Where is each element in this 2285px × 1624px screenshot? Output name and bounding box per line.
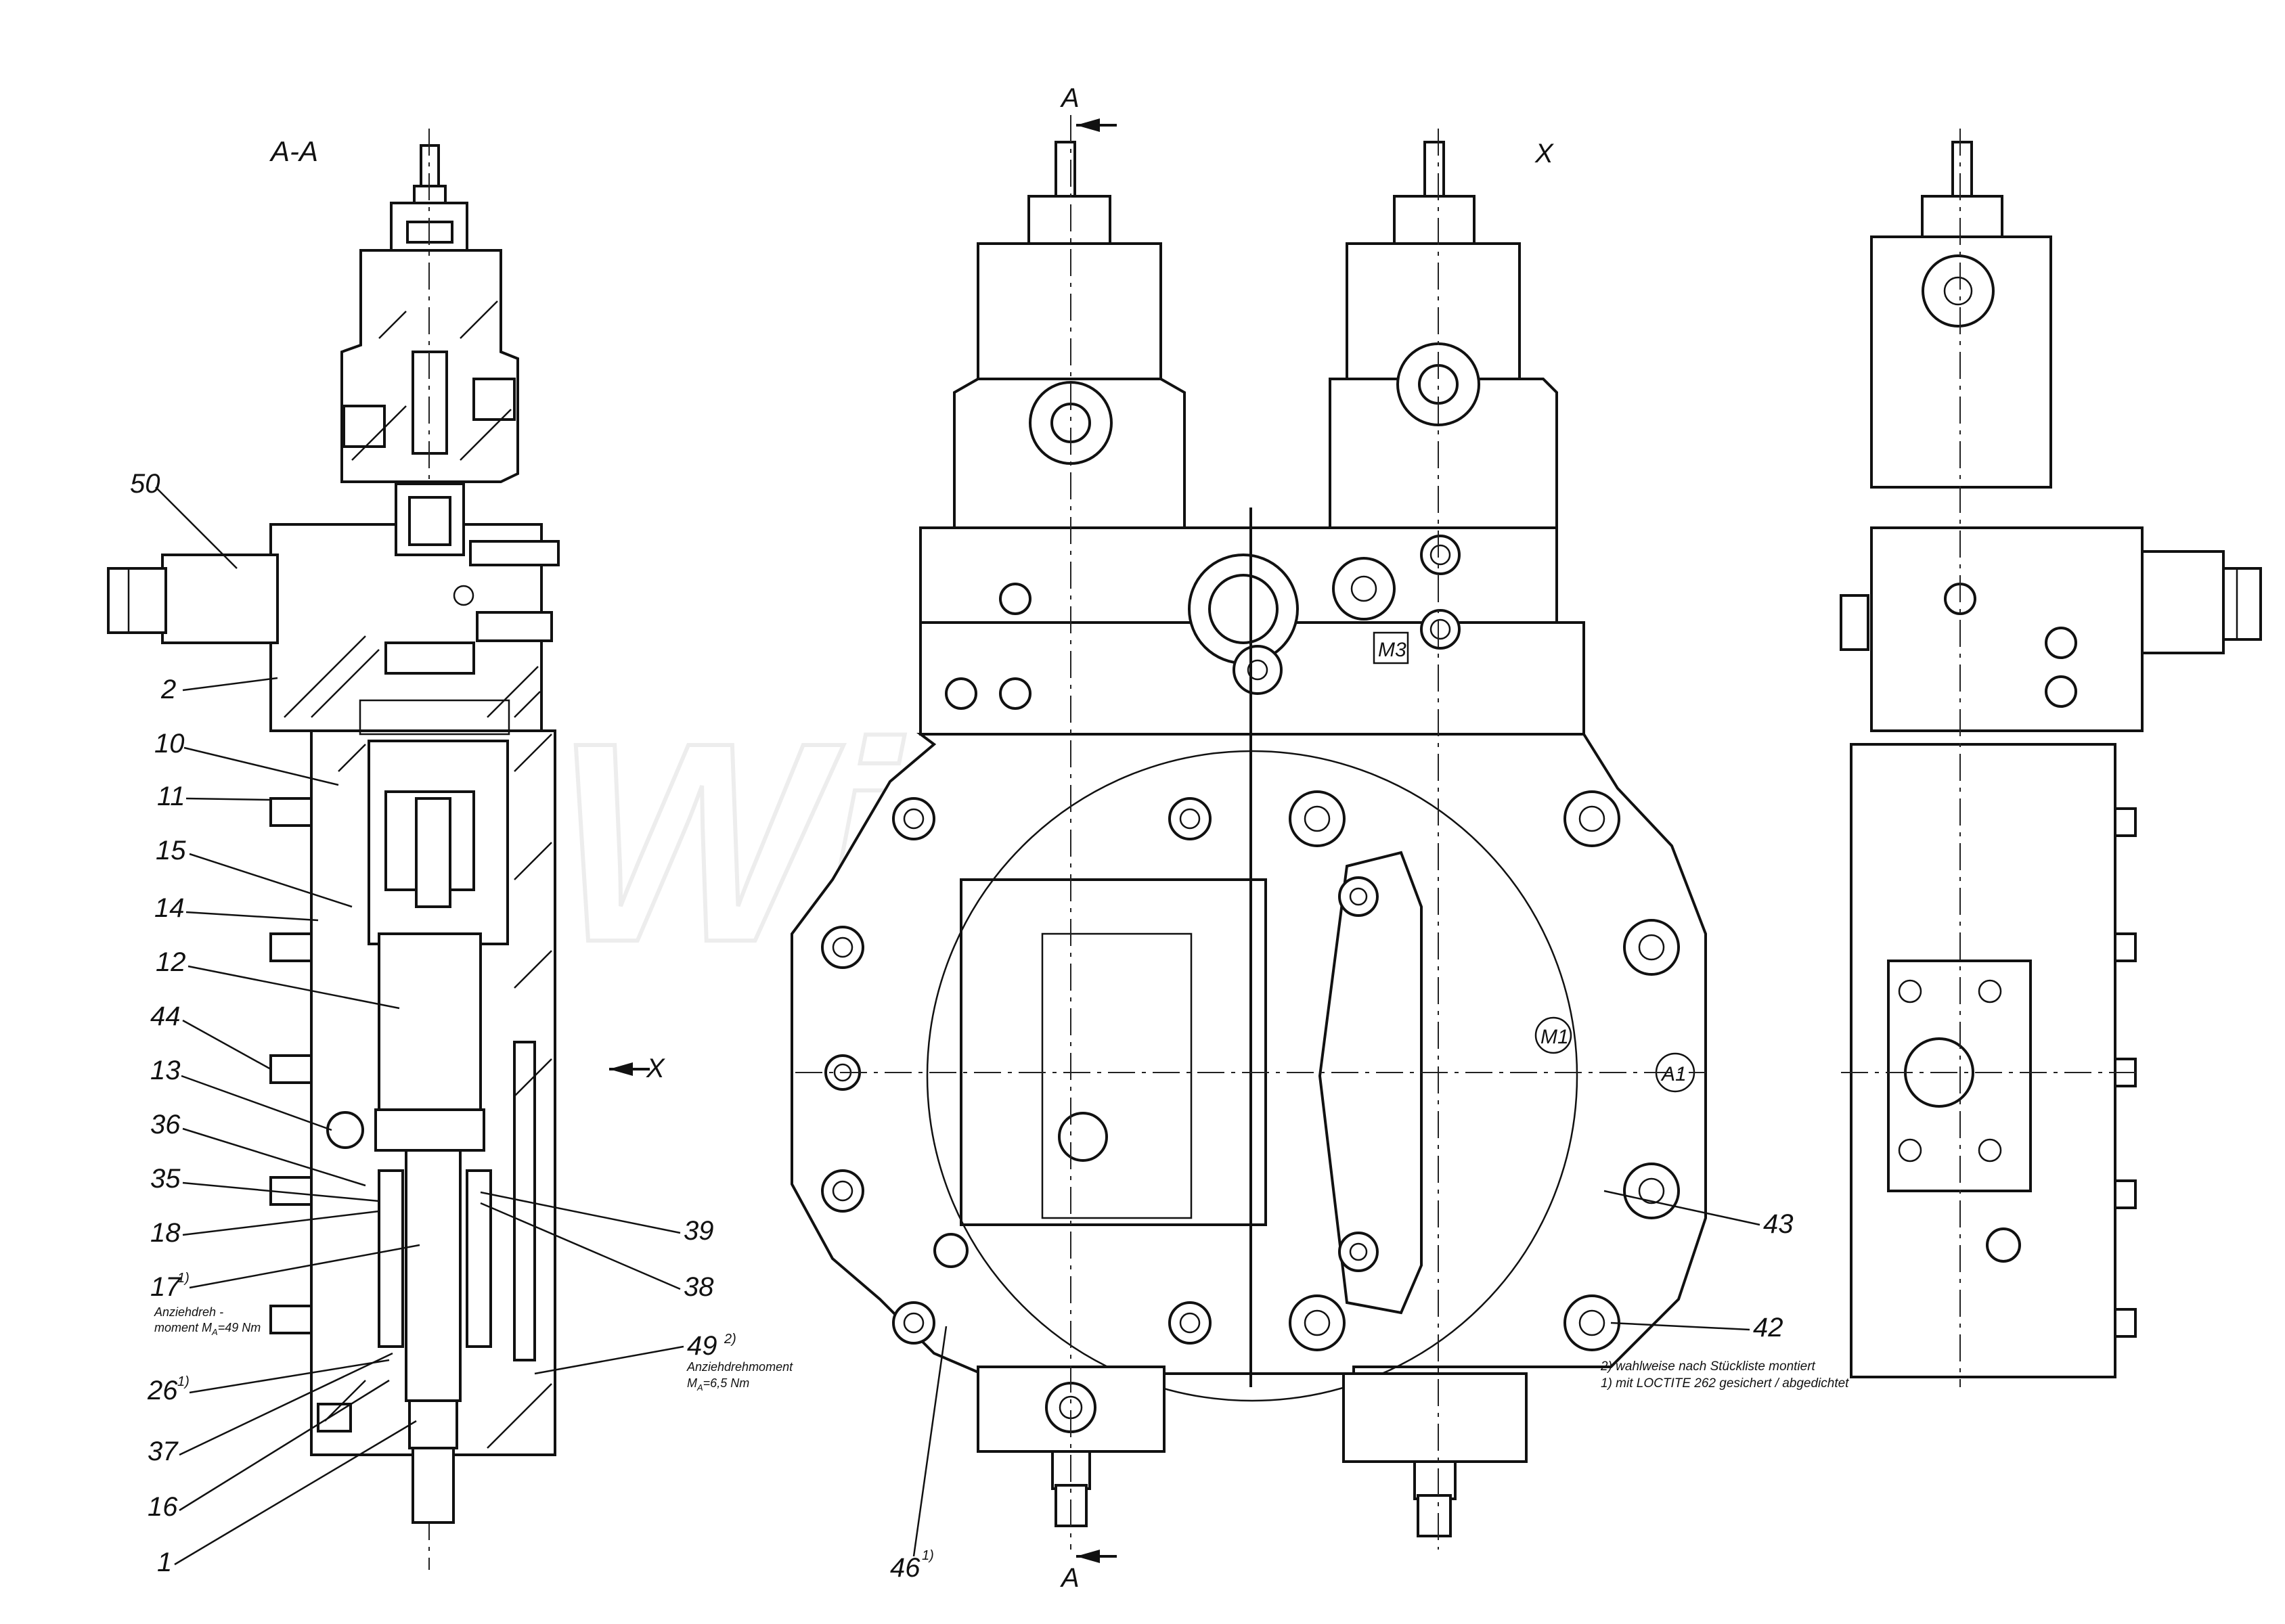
callout-17-footnote: 1) — [177, 1271, 190, 1286]
side-view — [1840, 129, 2262, 1387]
front-bolts — [821, 790, 1680, 1351]
callout-18: 18 — [150, 1218, 181, 1248]
callout-26: 26 — [147, 1376, 178, 1405]
callout-1: 1 — [157, 1548, 172, 1577]
section-callouts: 50 2 10 11 15 14 12 44 13 36 35 18 17 1)… — [130, 469, 793, 1577]
torque-note-17-line1: Anziehdreh - — [154, 1305, 223, 1319]
section-title: A-A — [269, 135, 318, 167]
port-m3: M3 — [1378, 639, 1406, 661]
callout-14: 14 — [154, 893, 185, 923]
note-1: 1) mit LOCTITE 262 gesichert / abgedicht… — [1601, 1376, 1849, 1391]
port-a1: A1 — [1660, 1063, 1687, 1085]
torque-note-49-line1: Anziehdrehmoment — [686, 1360, 793, 1374]
callout-11: 11 — [157, 782, 185, 811]
torque-note-49-line2: MA=6,5 Nm — [687, 1376, 749, 1393]
section-view-a-a: A-A — [107, 129, 665, 1570]
callout-49: 49 — [687, 1331, 717, 1361]
callout-50: 50 — [130, 469, 160, 499]
front-view: A X M3 — [791, 83, 1707, 1593]
callout-17: 17 — [150, 1272, 181, 1302]
callout-42: 42 — [1753, 1313, 1783, 1343]
callout-12: 12 — [156, 947, 186, 977]
callout-10: 10 — [154, 729, 185, 759]
cut-label-top: A — [1060, 83, 1080, 113]
port-m1: M1 — [1540, 1026, 1569, 1048]
callout-46-footnote: 1) — [922, 1548, 934, 1563]
callout-37: 37 — [148, 1437, 179, 1466]
front-callouts: 43 42 46 1) — [890, 1190, 1794, 1583]
callout-44: 44 — [150, 1001, 181, 1031]
callout-35: 35 — [150, 1164, 181, 1194]
svg-text:MA=6,5 Nm: MA=6,5 Nm — [687, 1376, 749, 1393]
callout-36: 36 — [150, 1110, 181, 1140]
callout-16: 16 — [148, 1492, 178, 1522]
callout-46: 46 — [890, 1553, 920, 1583]
callout-26-footnote: 1) — [177, 1374, 190, 1389]
callout-39: 39 — [684, 1216, 714, 1246]
callout-13: 13 — [150, 1056, 181, 1085]
section-marker-x: X — [646, 1054, 665, 1083]
callout-38: 38 — [684, 1272, 714, 1302]
callout-43: 43 — [1763, 1209, 1794, 1239]
callout-49-footnote: 2) — [724, 1332, 736, 1347]
view-label-x: X — [1534, 139, 1554, 168]
torque-note-17-line2: moment MA=49 Nm — [154, 1321, 261, 1337]
note-2: 2) wahlweise nach Stückliste montiert — [1600, 1359, 1816, 1374]
callout-2: 2 — [160, 675, 176, 704]
svg-text:moment MA=49 Nm: moment MA=49 Nm — [154, 1321, 261, 1337]
cut-label-bottom: A — [1060, 1563, 1080, 1593]
callout-15: 15 — [156, 836, 186, 865]
